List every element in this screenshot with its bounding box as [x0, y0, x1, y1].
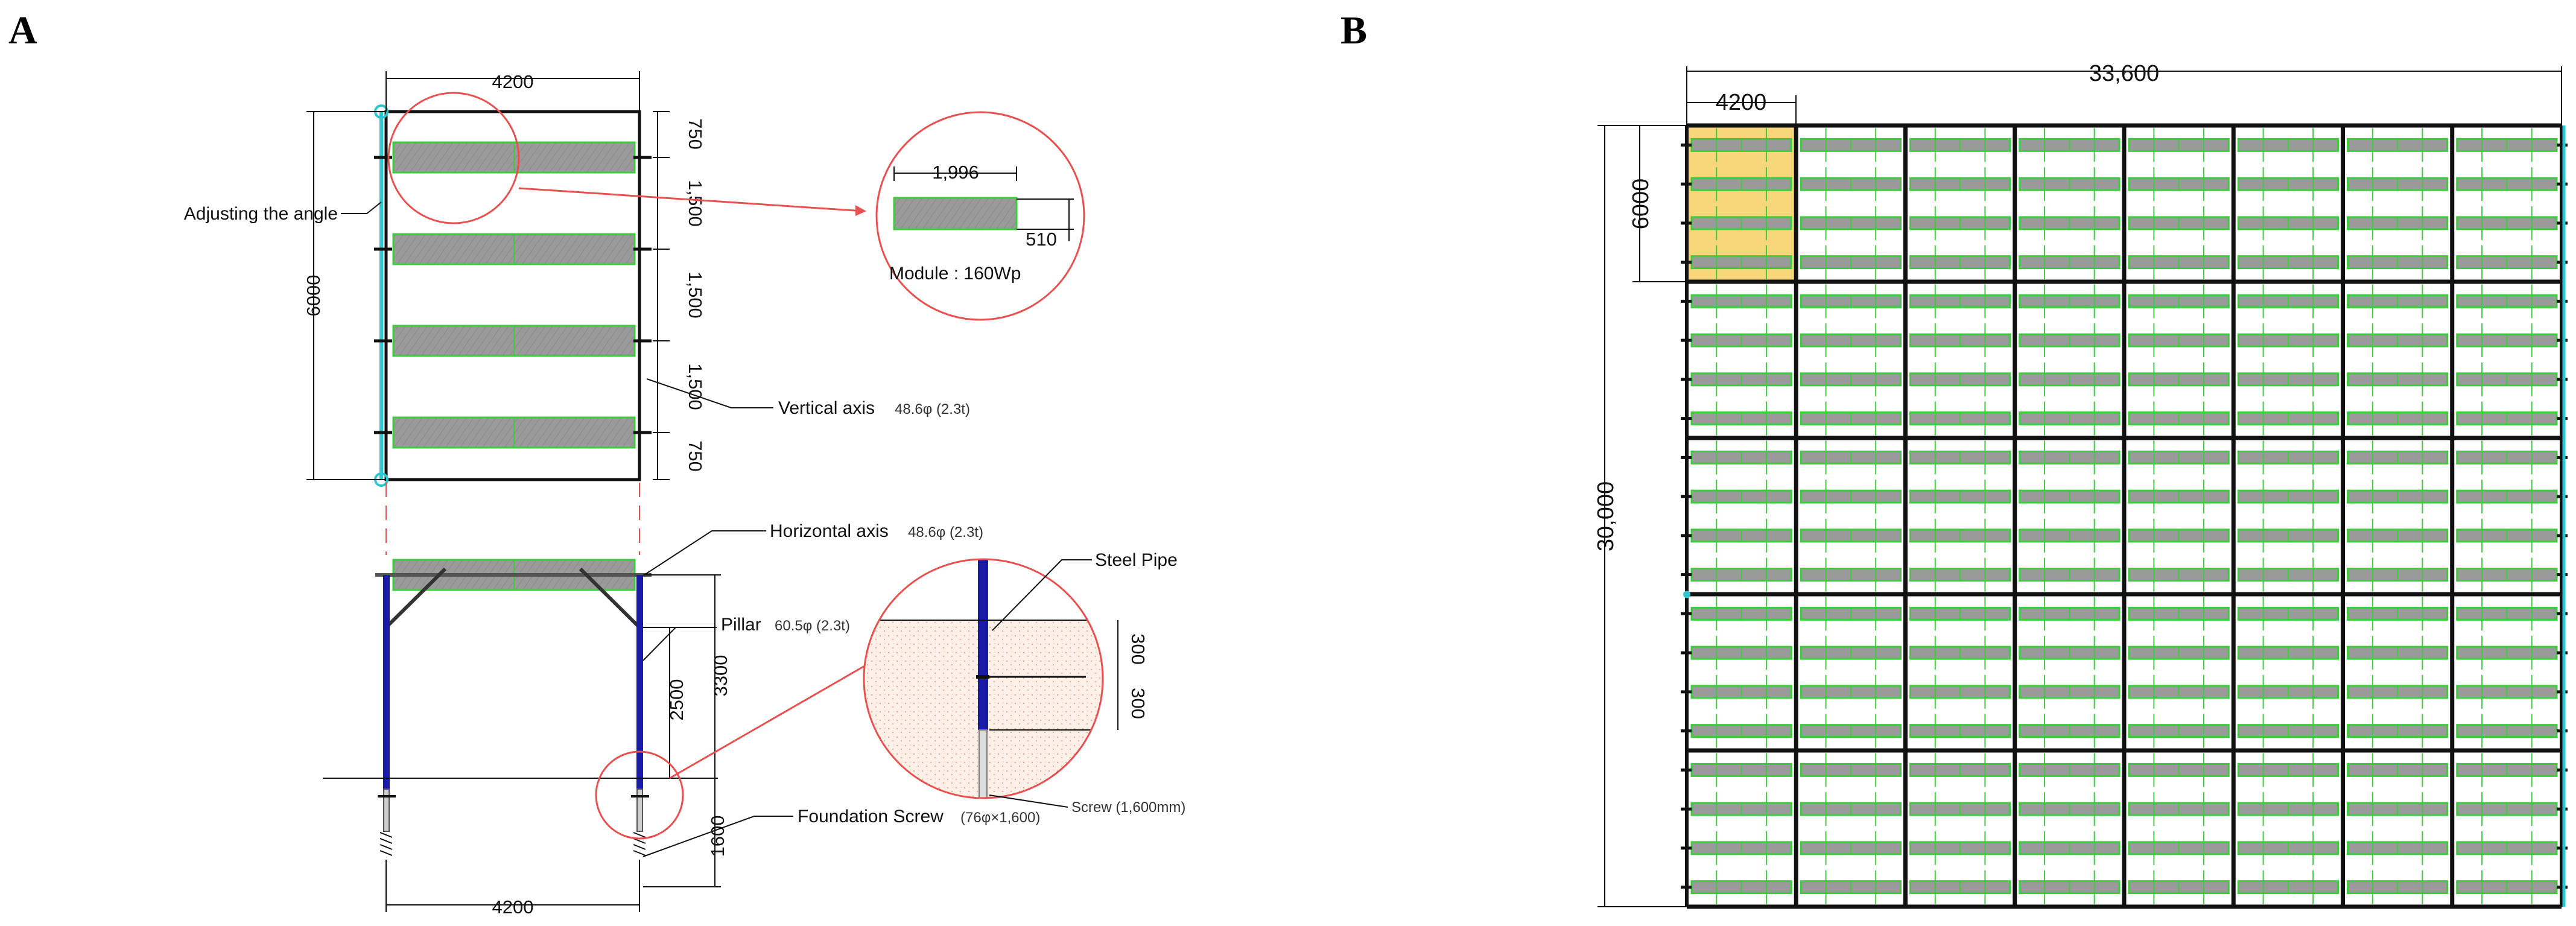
dim-total-height: 30,000	[1593, 481, 1619, 551]
dim-spacing-2: 1,500	[685, 180, 706, 227]
steel-pipe	[978, 559, 988, 730]
panel-label-a: A	[8, 8, 37, 52]
leader-foundation-screw	[642, 816, 793, 857]
leader-steel-pipe	[992, 559, 1092, 631]
dim-module-height: 510	[1026, 229, 1057, 250]
dim-total-height: 3300	[710, 655, 731, 697]
dim-spacing-3: 1,500	[685, 271, 706, 319]
dim-pillar-height: 2500	[666, 679, 687, 721]
dim-spacing-1: 750	[685, 118, 706, 150]
screw-left	[383, 788, 390, 832]
label-foundation-screw-spec: (76φ×1,600)	[960, 810, 1040, 826]
label-screw: Screw (1,600mm)	[1071, 799, 1185, 816]
label-horizontal-axis: Horizontal axis	[770, 521, 889, 541]
side-view: 4200 2500 3300 1600 Horizontal axis 48.6…	[323, 483, 1040, 918]
dim-total-width: 33,600	[2089, 61, 2159, 86]
module-callout: 1,996 510 Module : 160Wp	[875, 111, 1085, 321]
module-rows	[392, 141, 636, 449]
dim-top-width: 4200	[492, 71, 534, 92]
dim-pipe-lower: 300	[1128, 688, 1149, 719]
screw-threads	[379, 832, 646, 856]
label-steel-pipe: Steel Pipe	[1095, 550, 1178, 570]
array-pivot	[1683, 591, 1690, 598]
dim-pipe-upper: 300	[1128, 633, 1149, 665]
dim-unit-height: 6000	[1628, 179, 1654, 230]
dim-height: 6000	[303, 275, 324, 317]
label-pillar: Pillar	[721, 615, 761, 635]
dim-module-width: 1,996	[932, 162, 979, 183]
zoom-connector-module	[518, 187, 864, 212]
pillar-left	[383, 575, 390, 789]
top-view: 4200 6000	[184, 71, 970, 487]
label-vertical-axis-spec: 48.6φ (2.3t)	[895, 401, 970, 417]
top-view-frame	[384, 110, 641, 481]
module-detail	[893, 197, 1018, 230]
callout-circle-foundation	[863, 558, 1104, 799]
dim-bottom-width: 4200	[492, 896, 534, 918]
label-adjusting-angle: Adjusting the angle	[184, 204, 338, 224]
zoom-circle-module	[387, 92, 520, 224]
screw-detail	[979, 729, 988, 798]
label-pillar-spec: 60.5φ (2.3t)	[775, 618, 850, 634]
brace-left	[384, 567, 447, 629]
label-vertical-axis: Vertical axis	[778, 398, 875, 418]
foundation-callout: 300 300 Steel Pipe Screw (1,600mm)	[863, 550, 1185, 816]
dim-unit-width: 4200	[1716, 90, 1767, 115]
leader-horizontal-axis	[644, 530, 766, 576]
leader-vertical-axis	[646, 378, 773, 408]
dim-spacing-5: 750	[685, 440, 706, 472]
pillar-right	[636, 575, 643, 789]
rail-ticks	[374, 156, 652, 434]
leader-adjusting-angle	[341, 201, 382, 214]
array-plan: 33,600 4200 30,000 6000	[1593, 61, 2568, 909]
leader-screw	[989, 794, 1068, 808]
label-module: Module : 160Wp	[889, 264, 1021, 284]
array-grid	[1681, 123, 2568, 909]
label-foundation-screw: Foundation Screw	[798, 807, 944, 826]
brace-right	[579, 567, 641, 629]
spacing-dims	[653, 111, 670, 480]
label-horizontal-axis-spec: 48.6φ (2.3t)	[908, 524, 983, 541]
panel-label-b: B	[1340, 8, 1367, 52]
leader-pillar	[642, 627, 717, 661]
dim-embed-depth: 1600	[707, 816, 728, 857]
dim-spacing-4: 1,500	[685, 363, 706, 410]
zoom-circle-ground	[595, 750, 684, 840]
screw-right	[636, 788, 643, 832]
zoom-arrowhead	[855, 205, 866, 216]
zoom-connector-ground	[669, 662, 869, 779]
